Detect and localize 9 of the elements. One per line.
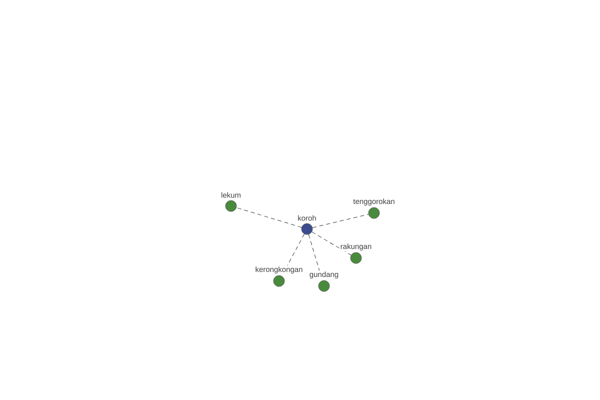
connector-line: [236, 207, 302, 228]
node-circle: [368, 207, 380, 219]
connector-line: [312, 214, 369, 228]
node-circle: [225, 200, 237, 212]
node-circle: [301, 223, 313, 235]
connector-line: [312, 232, 352, 256]
node-circle: [318, 280, 330, 292]
node-circle: [350, 252, 362, 264]
node-circle: [273, 275, 285, 287]
